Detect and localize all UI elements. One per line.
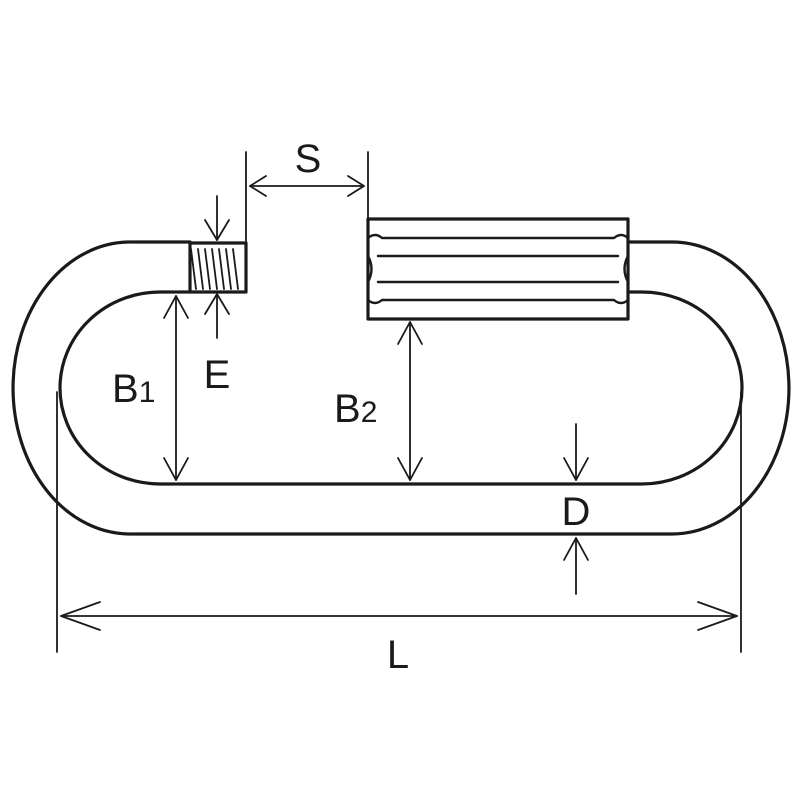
- dimension-label-s: S: [295, 137, 322, 181]
- dimension-label-e: E: [204, 353, 231, 397]
- dimension-b1: B1: [112, 295, 189, 481]
- threaded-end: [188, 241, 248, 294]
- dimension-e: E: [204, 195, 231, 397]
- dimension-label-b2: B2: [334, 387, 377, 431]
- dimension-label-b1: B1: [112, 367, 155, 411]
- dimension-l: L: [56, 391, 742, 677]
- dimension-label-l: L: [387, 633, 409, 677]
- link-body: [11, 240, 791, 536]
- link-inner-contour: [58, 290, 744, 486]
- dimension-label-d: D: [562, 490, 591, 534]
- dimension-b2: B2: [334, 321, 423, 481]
- dimension-s: S: [245, 137, 369, 291]
- sleeve-nut: [366, 217, 630, 321]
- dimension-d: D: [562, 423, 591, 595]
- link-outer-contour: [11, 240, 791, 536]
